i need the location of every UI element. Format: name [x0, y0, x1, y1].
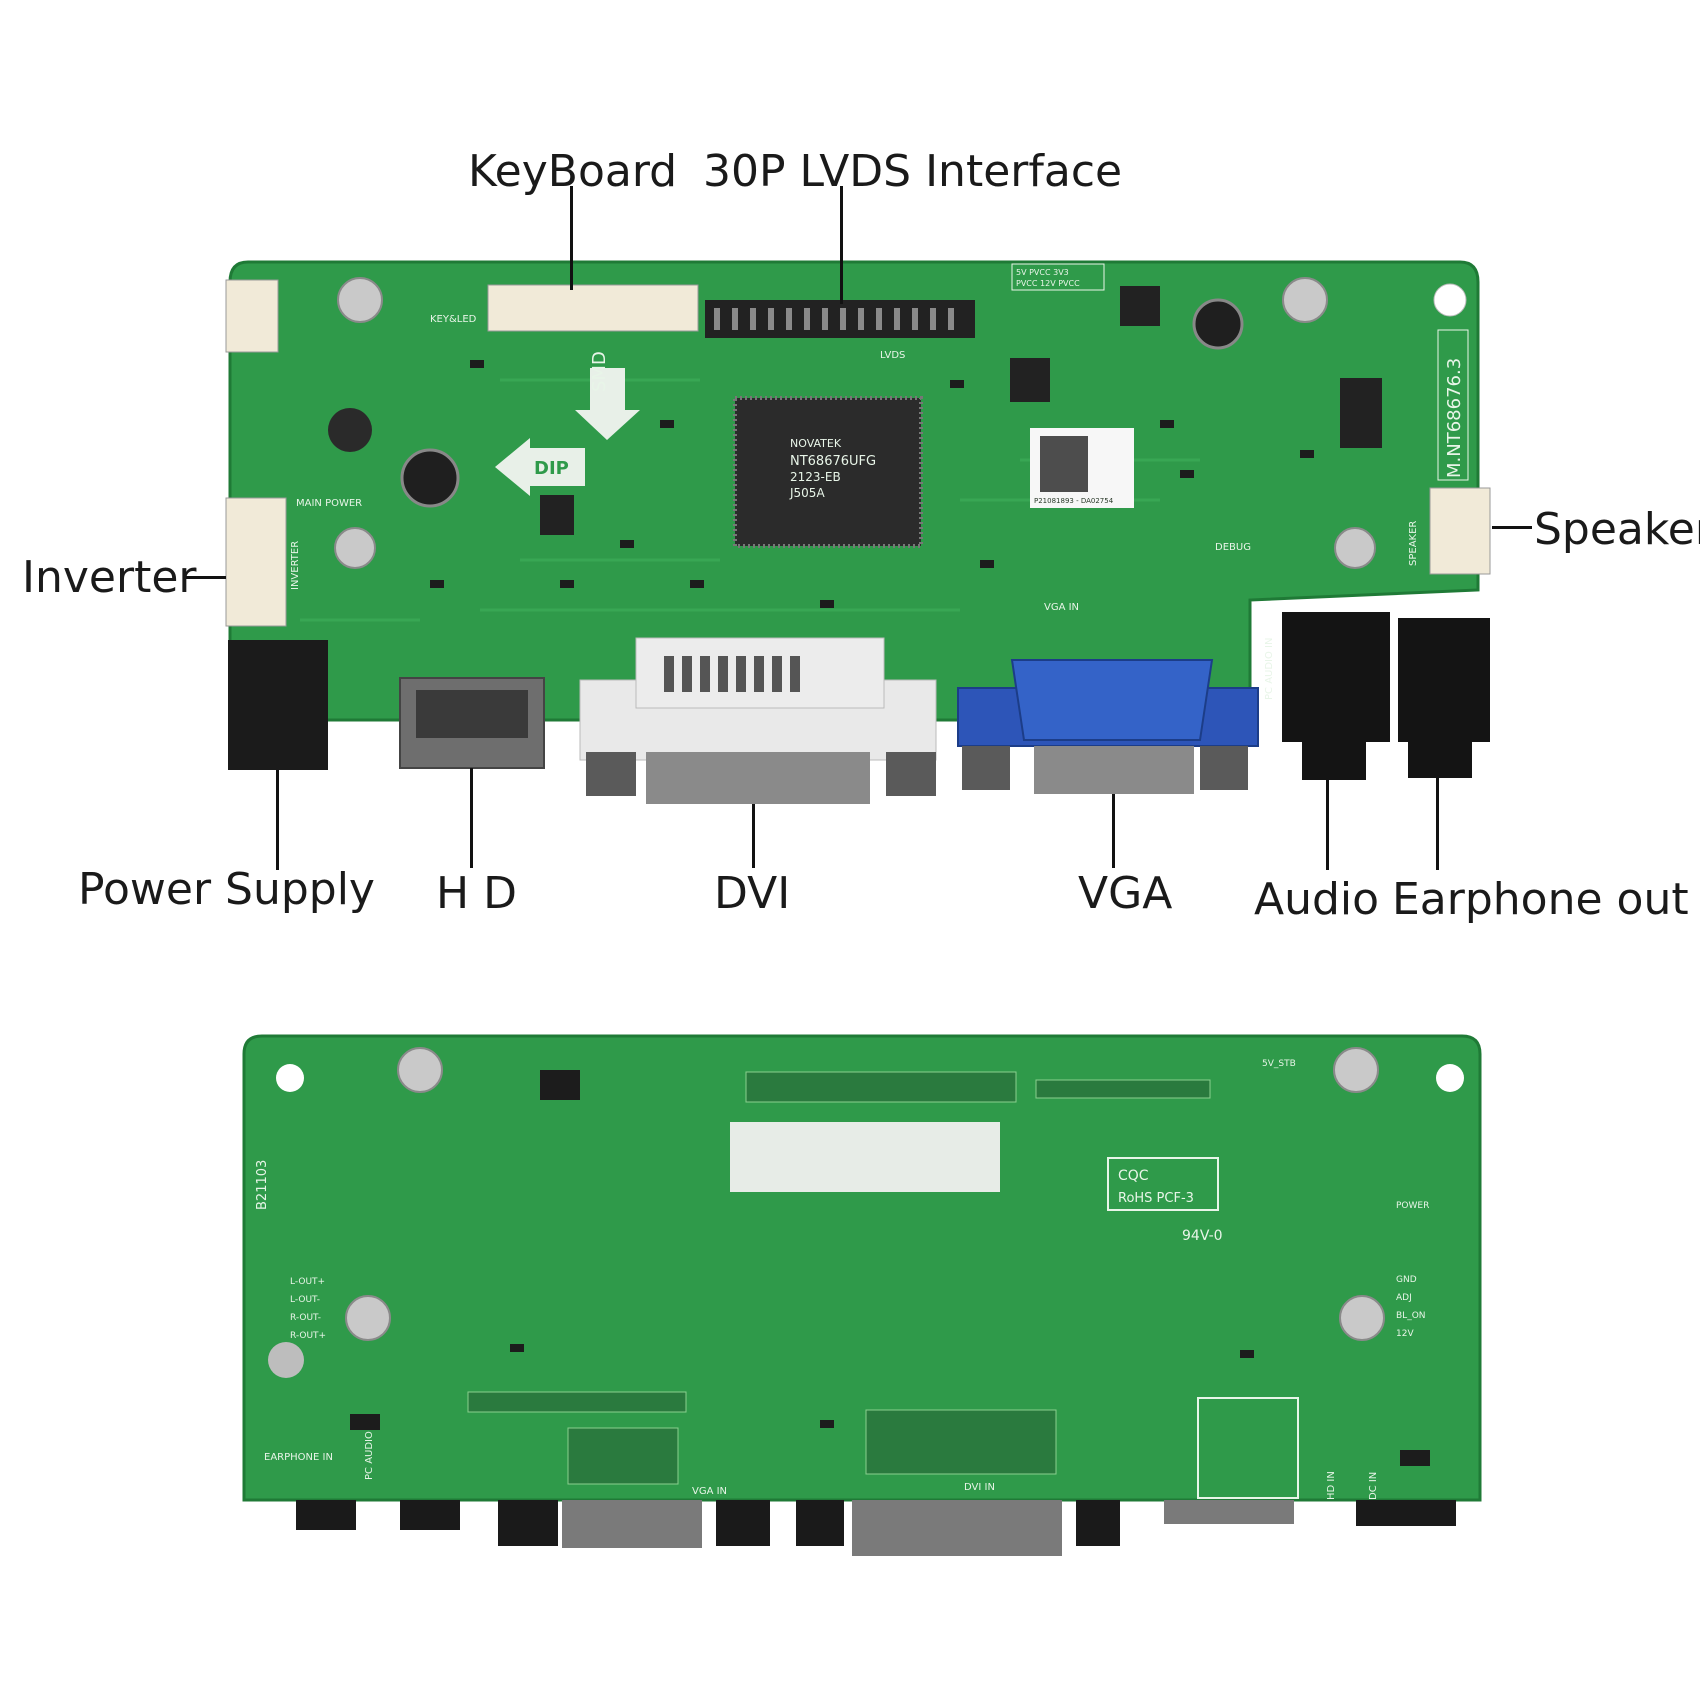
- rout-minus-label: R-OUT-: [290, 1313, 321, 1323]
- callout-vga: VGA: [1078, 868, 1173, 919]
- cqc-mark: CQC: [1118, 1168, 1149, 1184]
- keyled-label: KEY&LED: [430, 314, 477, 325]
- twelve-v-label: 12V: [1396, 1329, 1414, 1339]
- callout-earphone-out: Earphone out: [1392, 874, 1689, 925]
- lout-minus-label: L-OUT-: [290, 1295, 320, 1305]
- earphone-leader: [1436, 778, 1439, 870]
- voltage-bottom: PVCC 12V PVCC: [1016, 279, 1080, 288]
- power-supply-leader: [276, 770, 279, 870]
- earphone-in-label: EARPHONE IN: [264, 1452, 333, 1463]
- vga-in-silk-label: VGA IN: [1044, 602, 1079, 613]
- dc-in-label: DC IN: [1368, 1472, 1379, 1500]
- callout-hd: H D: [436, 868, 517, 919]
- debug-label: DEBUG: [1215, 542, 1251, 553]
- lvds-leader: [840, 186, 843, 304]
- chip-part: NT68676UFG: [790, 454, 876, 469]
- hd-leader: [470, 768, 473, 868]
- callout-keyboard: KeyBoard: [468, 146, 678, 197]
- vga-leader: [1112, 794, 1115, 868]
- main-power-label: MAIN POWER: [296, 498, 362, 509]
- audio-leader: [1326, 780, 1329, 870]
- adj-label: ADJ: [1396, 1293, 1412, 1303]
- smd-label: SMD: [589, 351, 610, 392]
- dvi-in-label: DVI IN: [964, 1482, 995, 1493]
- callout-power-supply: Power Supply: [78, 864, 375, 915]
- voltage-top: 5V PVCC 3V3: [1016, 268, 1069, 277]
- inverter-leader: [186, 576, 226, 579]
- pc-audio-in-label: PC AUDIO IN: [364, 1418, 375, 1480]
- board-model: M.NT68676.3: [1444, 358, 1465, 478]
- power-label: POWER: [1396, 1201, 1429, 1211]
- chip-line3: J505A: [789, 486, 825, 500]
- hd-in-label: HD IN: [1326, 1471, 1337, 1500]
- inverter-silk-label: INVERTER: [290, 541, 301, 590]
- bl-on-label: BL_ON: [1396, 1311, 1426, 1321]
- pc-audio-silk-label: PC AUDIO IN: [1264, 638, 1275, 700]
- chip-line2: 2123-EB: [790, 470, 841, 484]
- callout-lvds: 30P LVDS Interface: [703, 146, 1123, 197]
- keyboard-leader: [570, 186, 573, 290]
- rohs-mark: RoHS PCF-3: [1118, 1191, 1194, 1206]
- gnd-label: GND: [1396, 1275, 1417, 1285]
- chip-brand: NOVATEK: [790, 437, 842, 450]
- qr-caption: P21081893 - DA02754: [1034, 497, 1114, 505]
- vga-in-label: VGA IN: [692, 1486, 727, 1497]
- five-v-stb-label: 5V_STB: [1262, 1059, 1296, 1069]
- dvi-leader: [752, 804, 755, 868]
- speaker-leader: [1492, 526, 1532, 529]
- callout-audio: Audio: [1254, 874, 1380, 925]
- dip-label: DIP: [534, 458, 569, 479]
- lvds-label: LVDS: [880, 350, 905, 361]
- bottom-board-id: B21103: [255, 1160, 270, 1210]
- callout-inverter: Inverter: [22, 552, 197, 603]
- callout-dvi: DVI: [714, 868, 791, 919]
- callout-speaker: Speaker: [1534, 504, 1700, 555]
- lout-plus-label: L-OUT+: [290, 1277, 325, 1287]
- ul-mark: 94V-0: [1182, 1228, 1223, 1244]
- rout-plus-label: R-OUT+: [290, 1331, 326, 1341]
- speaker-silk-label: SPEAKER: [1408, 521, 1419, 566]
